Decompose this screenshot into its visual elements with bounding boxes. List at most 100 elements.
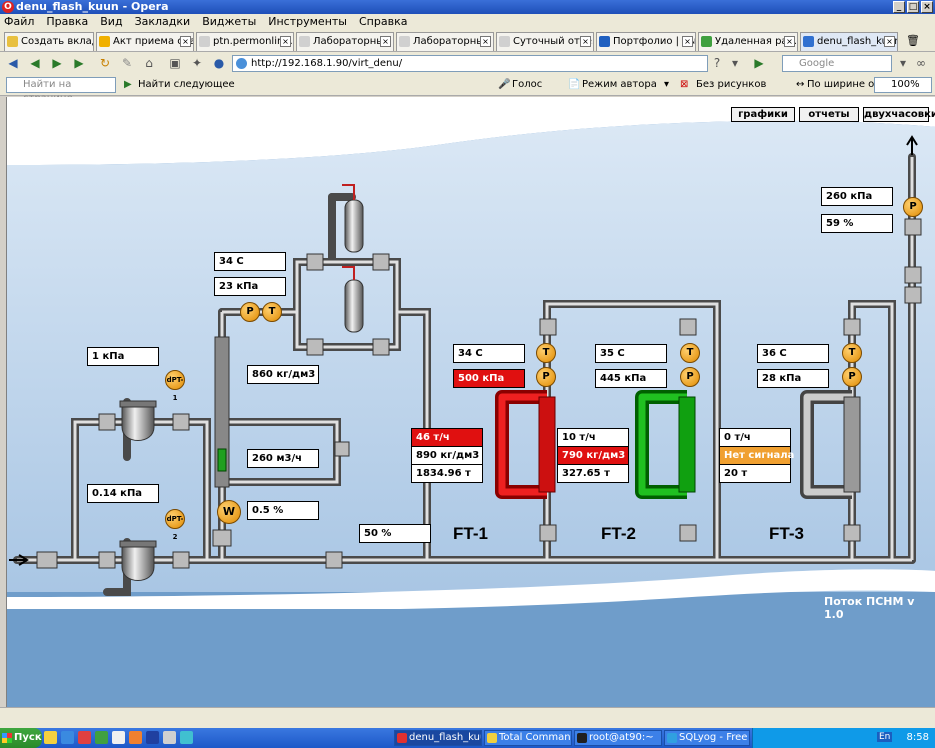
reload-icon[interactable]: ↻ (99, 56, 111, 70)
sight-glass (217, 448, 227, 472)
status-bar (0, 707, 935, 719)
tab-permonline[interactable]: ptn.permonline.ru × (196, 32, 294, 51)
mic-icon: 🎤 (498, 79, 511, 90)
main-pressure-sensor[interactable]: P (240, 302, 260, 322)
two-hour-reports-button[interactable]: двухчасовки (863, 107, 935, 122)
close-tab-icon[interactable]: × (580, 36, 591, 47)
menu-widgets[interactable]: Виджеты (202, 15, 257, 28)
terminal-icon[interactable] (146, 731, 159, 744)
trash-icon[interactable]: 🗑 (906, 34, 920, 47)
dpt2-sensor[interactable]: dPT-2 (165, 509, 185, 541)
close-tab-icon[interactable]: × (784, 36, 795, 47)
info-icon[interactable]: ● (213, 56, 225, 70)
bottom-swoosh (7, 569, 935, 611)
page-icon (701, 36, 712, 47)
tab-label: Лабораторные ... (413, 36, 494, 47)
search-field[interactable]: Google (782, 55, 892, 72)
tab-denu-flash[interactable]: denu_flash_kuun × (800, 32, 898, 51)
tab-daily-report[interactable]: Суточный отче... × (496, 32, 594, 51)
no-images-button[interactable]: Без рисунков (696, 79, 767, 90)
menu-help[interactable]: Справка (358, 15, 408, 28)
tab-akt[interactable]: Акт приема сда... × (96, 32, 194, 51)
find-input[interactable]: Найти на странице (6, 77, 116, 104)
home-icon[interactable]: ⌂ (145, 56, 153, 70)
start-label: Пуск (14, 732, 42, 743)
url-field[interactable]: http://192.168.1.90/virt_denu/ (232, 55, 708, 72)
explorer-icon[interactable] (112, 731, 125, 744)
water-sensor[interactable]: W (217, 500, 241, 524)
folder-icon[interactable] (44, 731, 57, 744)
glasses-icon[interactable]: ∞ (916, 56, 926, 70)
tab-portfolio[interactable]: Портфолио | Зы... × (596, 32, 696, 51)
menu-bookmarks[interactable]: Закладки (134, 15, 191, 28)
taskbar-item-terminal[interactable]: root@at90:~ (574, 730, 662, 746)
charts-button[interactable]: графики (731, 107, 795, 122)
close-tab-icon[interactable]: × (480, 36, 491, 47)
menu-bar: Файл Правка Вид Закладки Виджеты Инструм… (0, 14, 935, 30)
fast-forward-icon[interactable]: ▶ (74, 56, 84, 70)
totalcmd-icon (487, 733, 497, 743)
minimize-button[interactable]: _ (893, 1, 905, 13)
main-pressure-readout: 23 кПа (214, 277, 286, 296)
back-arrow-icon[interactable]: ◀ (8, 56, 18, 70)
firefox-icon[interactable] (129, 731, 142, 744)
find-next-button[interactable]: Найти следующее (138, 79, 235, 90)
ft3-temperature-sensor[interactable]: T (842, 343, 862, 363)
main-temperature-sensor[interactable]: T (262, 302, 282, 322)
close-tab-icon[interactable]: × (884, 36, 895, 47)
app-icon[interactable] (163, 731, 176, 744)
start-button[interactable]: Пуск (0, 728, 42, 748)
tab-lab1[interactable]: Лабораторные ... × (296, 32, 394, 51)
page-icon (299, 36, 310, 47)
author-mode-button[interactable]: Режим автора (582, 79, 657, 90)
app-icon[interactable] (180, 731, 193, 744)
menu-file[interactable]: Файл (4, 15, 35, 28)
reports-button[interactable]: отчеты (799, 107, 859, 122)
ft1-pressure-sensor[interactable]: P (536, 367, 556, 387)
menu-tools[interactable]: Инструменты (268, 15, 347, 28)
taskbar-item-label: root@at90:~ (589, 732, 654, 743)
tab-remote[interactable]: Удаленная раб... × (698, 32, 798, 51)
voice-button[interactable]: Голос (512, 79, 543, 90)
search-dropdown-icon[interactable]: ▾ (899, 56, 907, 70)
dropdown-arrow-icon[interactable]: ▾ (731, 56, 739, 70)
maximize-button[interactable]: □ (907, 1, 919, 13)
close-tab-icon[interactable]: × (280, 36, 291, 47)
outlet-pressure-sensor[interactable]: P (903, 197, 923, 217)
wand-icon[interactable]: ✦ (191, 56, 203, 70)
help-icon[interactable]: ? (713, 56, 721, 70)
taskbar-item-sqlyog[interactable]: SQLyog - Free M... (664, 730, 750, 746)
tab-lab2[interactable]: Лабораторные ... × (396, 32, 494, 51)
close-tab-icon[interactable]: × (682, 36, 693, 47)
dpt1-sensor[interactable]: dPT-1 (165, 370, 185, 402)
ft3-pressure-sensor[interactable]: P (842, 367, 862, 387)
taskbar-item-totalcmd[interactable]: Total Commande... (484, 730, 572, 746)
taskbar-item-opera[interactable]: denu_flash_kuu... (394, 730, 482, 746)
fit-width-button[interactable]: По ширине окна (807, 79, 894, 90)
terminal-icon (577, 733, 587, 743)
app-icon[interactable] (95, 731, 108, 744)
rewind-icon[interactable]: ◀ (30, 56, 40, 70)
ft2-pressure-sensor[interactable]: P (680, 367, 700, 387)
forward-icon[interactable]: ▶ (52, 56, 62, 70)
language-indicator[interactable]: En (877, 732, 893, 742)
tab-bar: Создать вкладку Акт приема сда... × ptn.… (0, 30, 935, 52)
edit-icon[interactable]: ✎ (121, 56, 133, 70)
go-icon[interactable]: ▶ (754, 56, 764, 70)
menu-view[interactable]: Вид (100, 15, 123, 28)
menu-edit[interactable]: Правка (46, 15, 89, 28)
close-button[interactable]: × (921, 1, 933, 13)
close-tab-icon[interactable]: × (180, 36, 191, 47)
ft2-temperature-sensor[interactable]: T (680, 343, 700, 363)
ft1-temperature-sensor[interactable]: T (536, 343, 556, 363)
clock[interactable]: 8:58 (906, 732, 929, 743)
zoom-select[interactable]: 100% (874, 77, 932, 93)
page-tools-icon[interactable]: ▣ (169, 56, 181, 70)
opera-icon[interactable] (78, 731, 91, 744)
ie-icon[interactable] (61, 731, 74, 744)
ft3-label: FT-3 (769, 524, 804, 543)
author-mode-dropdown-icon[interactable]: ▾ (664, 79, 670, 90)
main-temperature-readout: 34 С (214, 252, 286, 271)
tab-new[interactable]: Создать вкладку (4, 32, 94, 51)
close-tab-icon[interactable]: × (380, 36, 391, 47)
